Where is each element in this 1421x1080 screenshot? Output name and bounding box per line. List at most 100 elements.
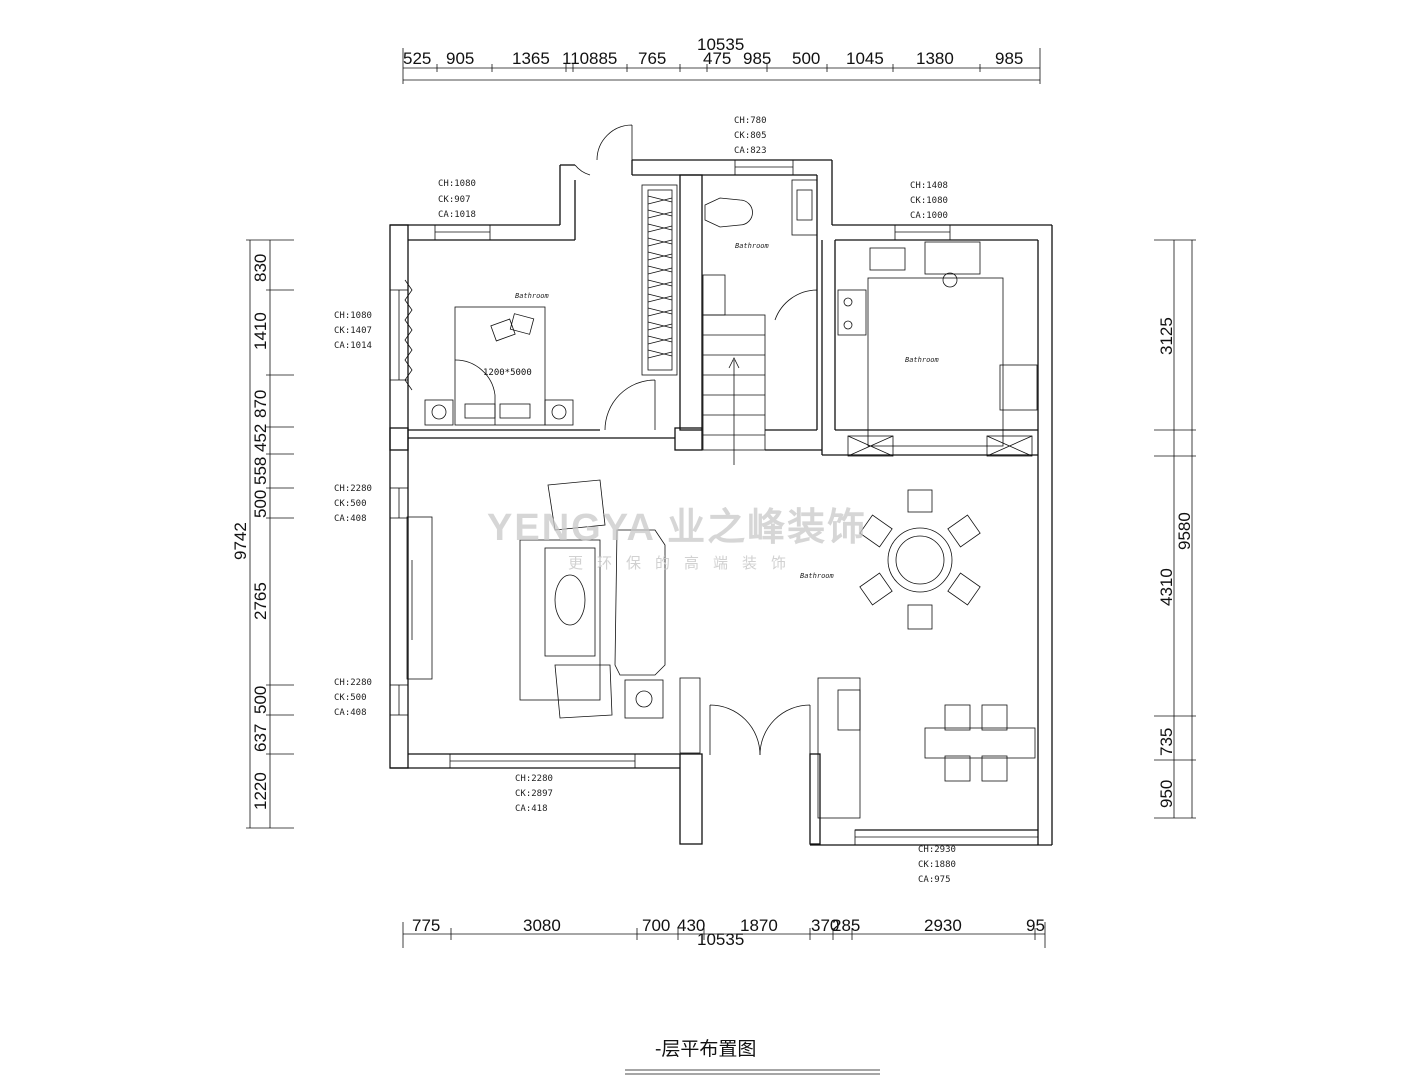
right-dim-4: 950 — [1157, 780, 1176, 808]
top-dim-4: 110 — [562, 49, 589, 68]
bottom-dim-1: 775 — [412, 916, 440, 935]
sofa — [614, 529, 666, 676]
walls — [389, 159, 1053, 846]
kitchen: Bathroom — [837, 241, 1038, 457]
left-dim-7: 2765 — [251, 582, 270, 620]
top-dim-12: 985 — [995, 49, 1023, 68]
dining-table — [924, 727, 1036, 759]
sink-icon — [791, 179, 818, 236]
note-ch: CH:2930 — [918, 845, 956, 855]
note-ca: CA:1018 — [438, 210, 476, 220]
bottom-dim-3: 700 — [642, 916, 670, 935]
top-dim-2: 905 — [446, 49, 474, 68]
tv-cabinet — [406, 516, 433, 680]
bottom-dim-9: 95 — [1026, 916, 1045, 935]
coffee-table — [544, 547, 596, 657]
note-ch: CH:1080 — [334, 311, 372, 321]
doors — [574, 124, 818, 756]
bed — [454, 306, 546, 426]
note-ch: CH:1080 — [438, 179, 476, 189]
bathroom: Bathroom — [702, 179, 818, 465]
top-dim-6: 765 — [638, 49, 666, 68]
top-dim-5: 885 — [589, 49, 617, 68]
top-dim-10: 1045 — [846, 49, 884, 68]
right-dimension-chain: 3125 4310 735 950 9580 — [1154, 239, 1196, 819]
left-dim-2: 1410 — [251, 312, 270, 350]
note-ck: CK:2897 — [515, 789, 553, 799]
bathroom-room-label: Bathroom — [735, 242, 770, 250]
note-ca: CA:975 — [918, 875, 951, 885]
left-dim-8: 500 — [251, 686, 270, 714]
note-ca: CA:408 — [334, 514, 367, 524]
note-ck: CK:1080 — [910, 196, 948, 206]
bottom-total-dim: 10535 — [697, 930, 744, 949]
note-ch: CH:1408 — [910, 181, 948, 191]
right-dim-1: 3125 — [1157, 317, 1176, 355]
watermark-brand: YENGYA 业之峰装饰 — [487, 507, 867, 549]
armchair — [547, 479, 606, 531]
left-total-dim: 9742 — [231, 522, 250, 560]
note-ca: CA:408 — [334, 708, 367, 718]
top-dim-1: 525 — [403, 49, 431, 68]
bedroom: 1200*5000 Bathroom — [404, 279, 574, 426]
top-dim-8: 985 — [743, 49, 771, 68]
bottom-dim-2: 3080 — [523, 916, 561, 935]
bottom-dim-8: 2930 — [924, 916, 962, 935]
chair — [907, 604, 933, 630]
window-notes: CH:1080 CK:907 CA:1018 CH:780 CK:805 CA:… — [334, 116, 956, 885]
note-ck: CK:805 — [734, 131, 767, 141]
bed-size-label: 1200*5000 — [483, 368, 532, 378]
top-dim-9: 500 — [792, 49, 820, 68]
top-dimension-chain: 10535 525 905 1365 110 885 765 475 985 5… — [402, 35, 1041, 84]
top-total-dim: 10535 — [697, 35, 744, 54]
bottom-dimension-chain: 775 3080 700 430 1870 370 285 2930 95 10… — [402, 916, 1046, 949]
left-dim-10: 1220 — [251, 772, 270, 810]
note-ca: CA:418 — [515, 804, 548, 814]
note-ck: CK:1880 — [918, 860, 956, 870]
note-ch: CH:2280 — [334, 678, 372, 688]
top-dim-7: 475 — [703, 49, 731, 68]
bottom-dim-7: 285 — [832, 916, 860, 935]
dining-area: Bathroom — [800, 489, 1036, 819]
note-ca: CA:1014 — [334, 341, 372, 351]
chair — [859, 514, 893, 548]
chair — [947, 514, 981, 548]
armchair — [554, 664, 613, 719]
chair — [907, 489, 933, 513]
dining-room-label: Bathroom — [800, 572, 835, 580]
top-dim-3: 1365 — [512, 49, 550, 68]
note-ca: CA:1000 — [910, 211, 948, 221]
stove-icon — [837, 289, 867, 336]
wardrobe — [641, 184, 678, 376]
watermark: YENGYA 业之峰装饰 更环保的高端装饰 — [487, 507, 867, 572]
bottom-dim-4: 430 — [677, 916, 705, 935]
left-dim-1: 830 — [251, 254, 270, 282]
windows — [389, 159, 1039, 846]
kitchen-sink-icon — [924, 241, 981, 275]
toilet-icon — [704, 197, 753, 228]
living-room — [406, 479, 701, 754]
right-total-dim: 9580 — [1175, 512, 1194, 550]
note-ca: CA:823 — [734, 146, 767, 156]
note-ch: CH:780 — [734, 116, 767, 126]
drawing-title: -层平布置图 — [655, 1038, 756, 1060]
chair — [859, 572, 893, 606]
bottom-dim-6: 370 — [811, 916, 839, 935]
note-ck: CK:500 — [334, 499, 367, 509]
top-dim-11: 1380 — [916, 49, 954, 68]
cabinet — [817, 677, 861, 819]
note-ck: CK:907 — [438, 195, 471, 205]
bottom-dim-5: 1870 — [740, 916, 778, 935]
left-dim-6: 500 — [251, 490, 270, 518]
note-ck: CK:1407 — [334, 326, 372, 336]
bedroom-room-label: Bathroom — [515, 292, 550, 300]
kitchen-room-label: Bathroom — [905, 356, 940, 364]
note-ch: CH:2280 — [334, 484, 372, 494]
round-dining-table — [887, 527, 953, 593]
right-dim-3: 735 — [1157, 728, 1176, 756]
right-dim-2: 4310 — [1157, 568, 1176, 606]
left-dimension-chain: 830 1410 870 452 558 500 2765 500 637 12… — [231, 239, 294, 829]
left-dim-3: 870 — [251, 390, 270, 418]
chair — [947, 572, 981, 606]
